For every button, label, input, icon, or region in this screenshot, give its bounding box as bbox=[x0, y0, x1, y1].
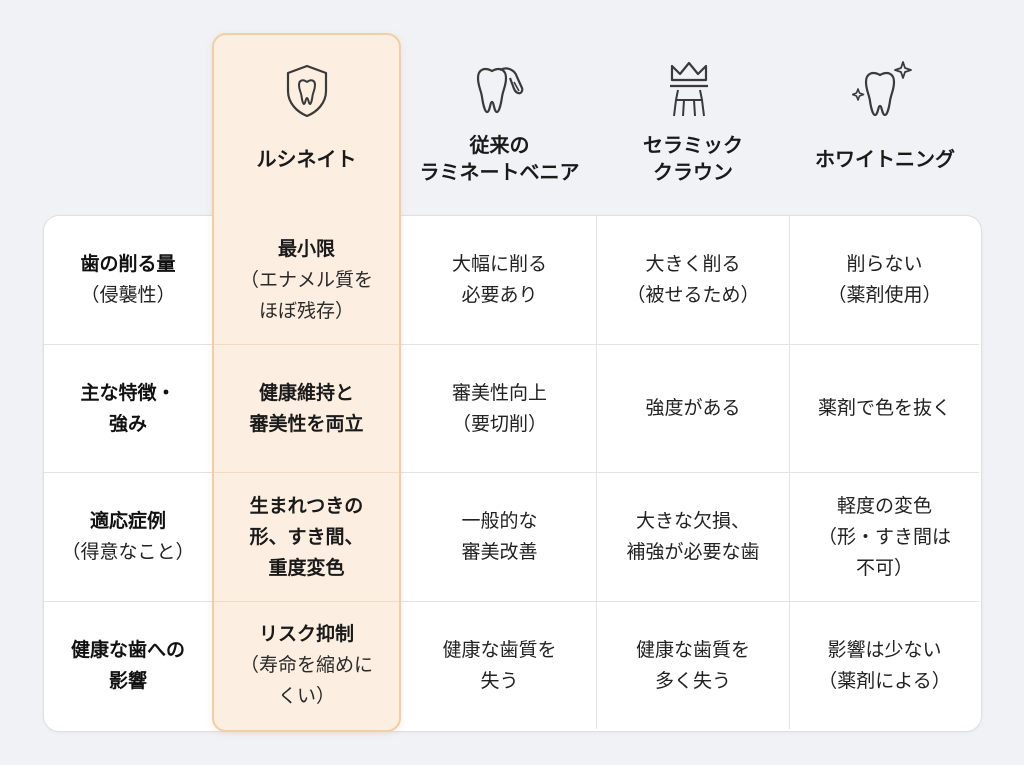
row-divider bbox=[44, 601, 979, 602]
cell-sub-text: （寿命を縮めに くい） bbox=[239, 654, 373, 707]
row-label-title: 主な特徴・ 強み bbox=[80, 381, 176, 435]
cell-rucineito-indications: 生まれつきの 形、すき間、 重度変色 bbox=[249, 494, 364, 579]
highlighted-column-rucineito bbox=[212, 33, 401, 732]
highlight-row-divider bbox=[214, 601, 399, 602]
cell-main-text: リスク抑制 bbox=[258, 623, 354, 645]
row-label-sub: （侵襲性） bbox=[80, 284, 176, 306]
column-title-whitening: ホワイトニング bbox=[815, 146, 955, 171]
column-divider bbox=[789, 216, 790, 729]
cell-crown-indications: 大きな欠損、 補強が必要な歯 bbox=[626, 510, 760, 563]
highlight-row-divider bbox=[214, 472, 399, 473]
cell-veneer-reduction: 大幅に削る 必要あり bbox=[451, 253, 547, 306]
row-label-sub: （得意なこと） bbox=[61, 541, 195, 563]
row-label-title: 健康な歯への 影響 bbox=[70, 638, 185, 692]
sparkle-tooth-icon bbox=[852, 61, 912, 117]
column-title-rucineito: ルシネイト bbox=[256, 146, 357, 171]
column-title-ceramic-crown: セラミック クラウン bbox=[643, 133, 743, 184]
row-label-tooth-reduction: 歯の削る量 （侵襲性） bbox=[44, 216, 212, 344]
cell-rucineito-reduction: 最小限 （エナメル質を ほぼ残存） bbox=[214, 216, 399, 344]
cell-crown-health-impact: 健康な歯質を 多く失う bbox=[635, 638, 750, 692]
row-label-indications: 適応症例 （得意なこと） bbox=[44, 473, 212, 601]
row-label-title: 歯の削る量 bbox=[80, 253, 176, 275]
cell-rucineito-health-impact: リスク抑制 （寿命を縮めに くい） bbox=[214, 602, 399, 729]
cell-veneer-features: 審美性向上 （要切削） bbox=[451, 381, 547, 435]
cell-whitening-health-impact: 影響は少ない （薬剤による） bbox=[818, 638, 951, 692]
row-divider bbox=[44, 344, 979, 345]
tooth-veneer-icon bbox=[476, 67, 524, 114]
column-title-laminate-veneer: 従来の ラミネートベニア bbox=[419, 133, 580, 184]
row-divider bbox=[44, 472, 979, 473]
crown-tooth-icon bbox=[670, 61, 708, 117]
row-label-title: 適応症例 bbox=[89, 510, 166, 532]
cell-crown-features: 強度がある bbox=[645, 397, 741, 419]
cell-veneer-indications: 一般的な 審美改善 bbox=[461, 510, 538, 563]
cell-whitening-reduction: 削らない （薬剤使用） bbox=[827, 253, 942, 306]
cell-crown-reduction: 大きく削る （被せるため） bbox=[626, 253, 760, 306]
cell-main-text: 最小限 bbox=[277, 237, 335, 260]
highlight-row-divider bbox=[214, 344, 399, 345]
column-divider bbox=[596, 216, 597, 729]
cell-rucineito-features: 健康維持と 審美性を両立 bbox=[249, 381, 364, 435]
shield-tooth-icon bbox=[286, 64, 328, 118]
comparison-table bbox=[43, 215, 982, 732]
cell-whitening-indications: 軽度の変色 （形・すき間は 不可） bbox=[817, 494, 951, 579]
row-label-features: 主な特徴・ 強み bbox=[44, 345, 212, 472]
cell-whitening-features: 薬剤で色を抜く bbox=[817, 397, 951, 419]
row-label-health-impact: 健康な歯への 影響 bbox=[44, 602, 212, 729]
cell-veneer-health-impact: 健康な歯質を 失う bbox=[442, 638, 557, 692]
cell-sub-text: （エナメル質を ほぼ残存） bbox=[239, 268, 373, 322]
